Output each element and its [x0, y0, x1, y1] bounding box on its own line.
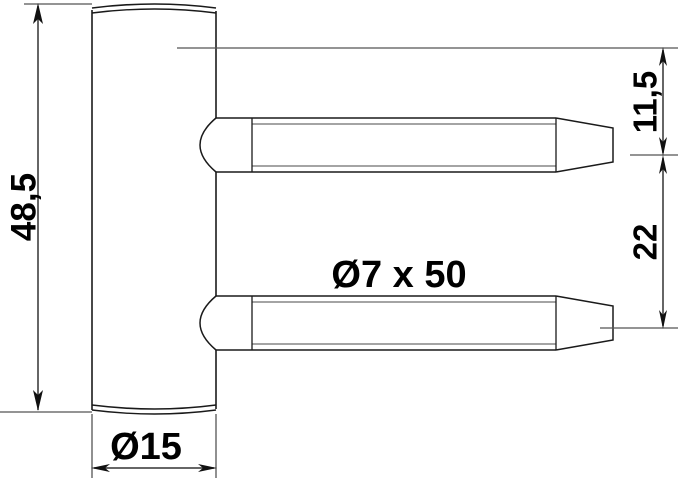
dimension-body-width: Ø15	[91, 426, 217, 472]
overall-height-arrow-top	[33, 3, 43, 24]
pin-spacing-arrow-bottom	[659, 310, 667, 329]
pin-spacing-label: 22	[627, 224, 664, 261]
upper-pin-group	[199, 117, 614, 173]
body-top-cap-outer	[91, 3, 217, 9]
body-bottom-cap-inner	[91, 409, 217, 415]
lower-pin-group	[199, 295, 614, 351]
body-width-arrow-left	[91, 464, 110, 472]
upper-pin-tip	[555, 117, 614, 173]
body-top-cap-inner	[91, 8, 217, 14]
dimension-overall-height: 48,5	[4, 3, 43, 411]
dimension-pin-spacing: 22	[627, 155, 667, 329]
overall-height-arrow-bottom	[33, 390, 43, 411]
upper-pin-nose	[199, 117, 217, 173]
dimension-top-offset: 11,5	[627, 47, 667, 156]
pin-spacing-arrow-top	[659, 155, 667, 174]
top-offset-label: 11,5	[627, 71, 664, 133]
annotation-pin-spec: Ø7 x 50	[331, 254, 466, 296]
lower-pin-tip	[555, 295, 614, 351]
body-width-label: Ø15	[110, 426, 182, 468]
top-offset-arrow-bottom	[659, 137, 667, 156]
overall-height-label: 48,5	[4, 173, 43, 241]
top-offset-arrow-top	[659, 47, 667, 66]
lower-pin-nose	[199, 295, 217, 351]
extension-lines-group	[0, 3, 678, 478]
body-width-arrow-right	[198, 464, 217, 472]
body-bottom-cap-outer	[91, 404, 217, 410]
pin-spec-label: Ø7 x 50	[331, 254, 466, 296]
main-body-group	[91, 3, 217, 415]
